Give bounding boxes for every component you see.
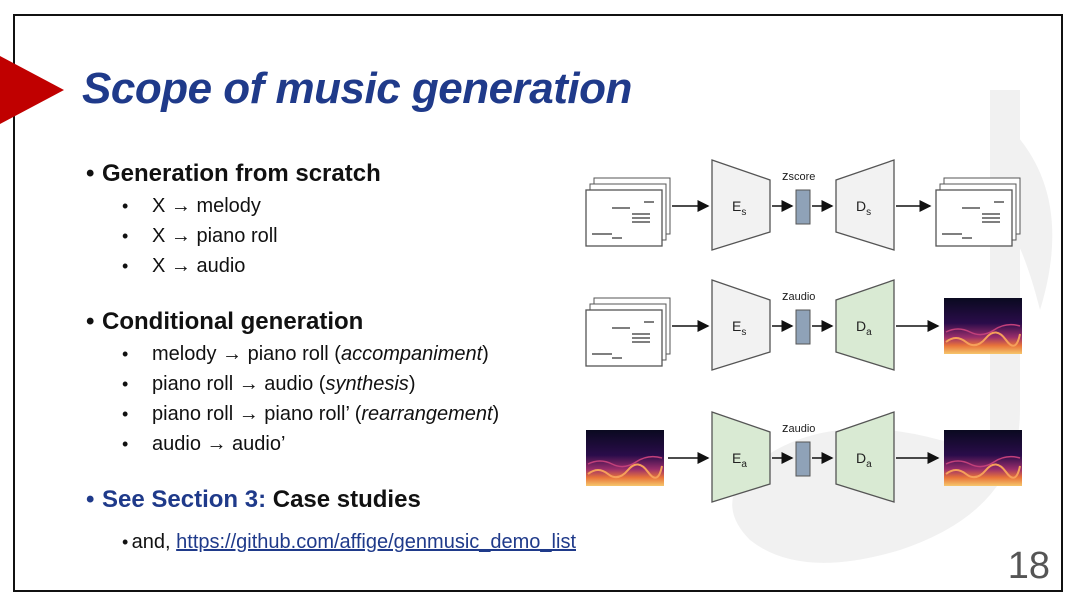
latent-block (795, 441, 811, 477)
piano-roll-input-icon (585, 297, 671, 367)
sub-bullet: •piano roll → piano roll’ (rearrangement… (122, 402, 500, 425)
bullet-conditional: • Conditional generation (86, 308, 364, 335)
sub-bullet: •X → audio (122, 254, 246, 277)
bullet-scratch-heading: Generation from scratch (102, 160, 381, 187)
sub-bullet-text: X → piano roll (152, 224, 278, 247)
spectrogram-output-icon (944, 430, 1022, 486)
encoder-label: Es (732, 318, 746, 338)
encoder-block: Es (711, 279, 771, 371)
latent-block (795, 309, 811, 345)
sub-bullet: •X → piano roll (122, 224, 278, 247)
bullet-conditional-heading: Conditional generation (102, 308, 364, 335)
spectrogram-output-icon (944, 298, 1022, 354)
latent-label: zaudio (782, 288, 815, 303)
encoder-label: Ea (732, 450, 747, 470)
bullet-section-ref: • See Section 3: Case studies (86, 486, 421, 513)
piano-roll-input-icon (585, 177, 671, 247)
encoder-block: Es (711, 159, 771, 251)
sub-bullet-link: •and, https://github.com/affige/genmusic… (122, 530, 576, 553)
decoder-label: Ds (856, 198, 871, 218)
decoder-block: Ds (835, 159, 895, 251)
bullet-list: • Generation from scratch •X → melody •X… (86, 160, 576, 560)
decoder-label: Da (856, 450, 872, 470)
latent-block (795, 189, 811, 225)
latent-label: zaudio (782, 420, 815, 435)
decoder-block: Da (835, 279, 895, 371)
section-ref-label: See Section 3: (102, 486, 267, 513)
decoder-label: Da (856, 318, 872, 338)
sub-bullet-text: X → audio (152, 254, 246, 277)
spectrogram-input-icon (586, 430, 664, 486)
slide-title: Scope of music generation (82, 64, 632, 113)
diagram-row-2: Es zaudio Da (585, 279, 1022, 371)
sub-bullet: •piano roll → audio (synthesis) (122, 372, 416, 395)
encoder-decoder-diagram: Es zscore Ds Es zaud (585, 159, 1022, 503)
sub-bullet: •X → melody (122, 194, 261, 217)
diagram-row-1: Es zscore Ds (585, 159, 1021, 251)
bullet-scratch: • Generation from scratch (86, 160, 381, 187)
encoder-label: Es (732, 198, 746, 218)
decoder-block: Da (835, 411, 895, 503)
page-number: 18 (1007, 545, 1050, 587)
diagram-row-3: Ea zaudio Da (586, 411, 1022, 503)
demo-list-link[interactable]: https://github.com/affige/genmusic_demo_… (176, 530, 576, 553)
section-ref-text: Case studies (266, 486, 421, 513)
sub-bullet: •audio → audio’ (122, 432, 286, 455)
sub-bullet-text: X → melody (152, 194, 261, 217)
encoder-block: Ea (711, 411, 771, 503)
latent-label: zscore (782, 168, 815, 183)
piano-roll-output-icon (935, 177, 1021, 247)
sub-bullet: •melody → piano roll (accompaniment) (122, 342, 489, 365)
red-arrow-marker (0, 56, 64, 124)
